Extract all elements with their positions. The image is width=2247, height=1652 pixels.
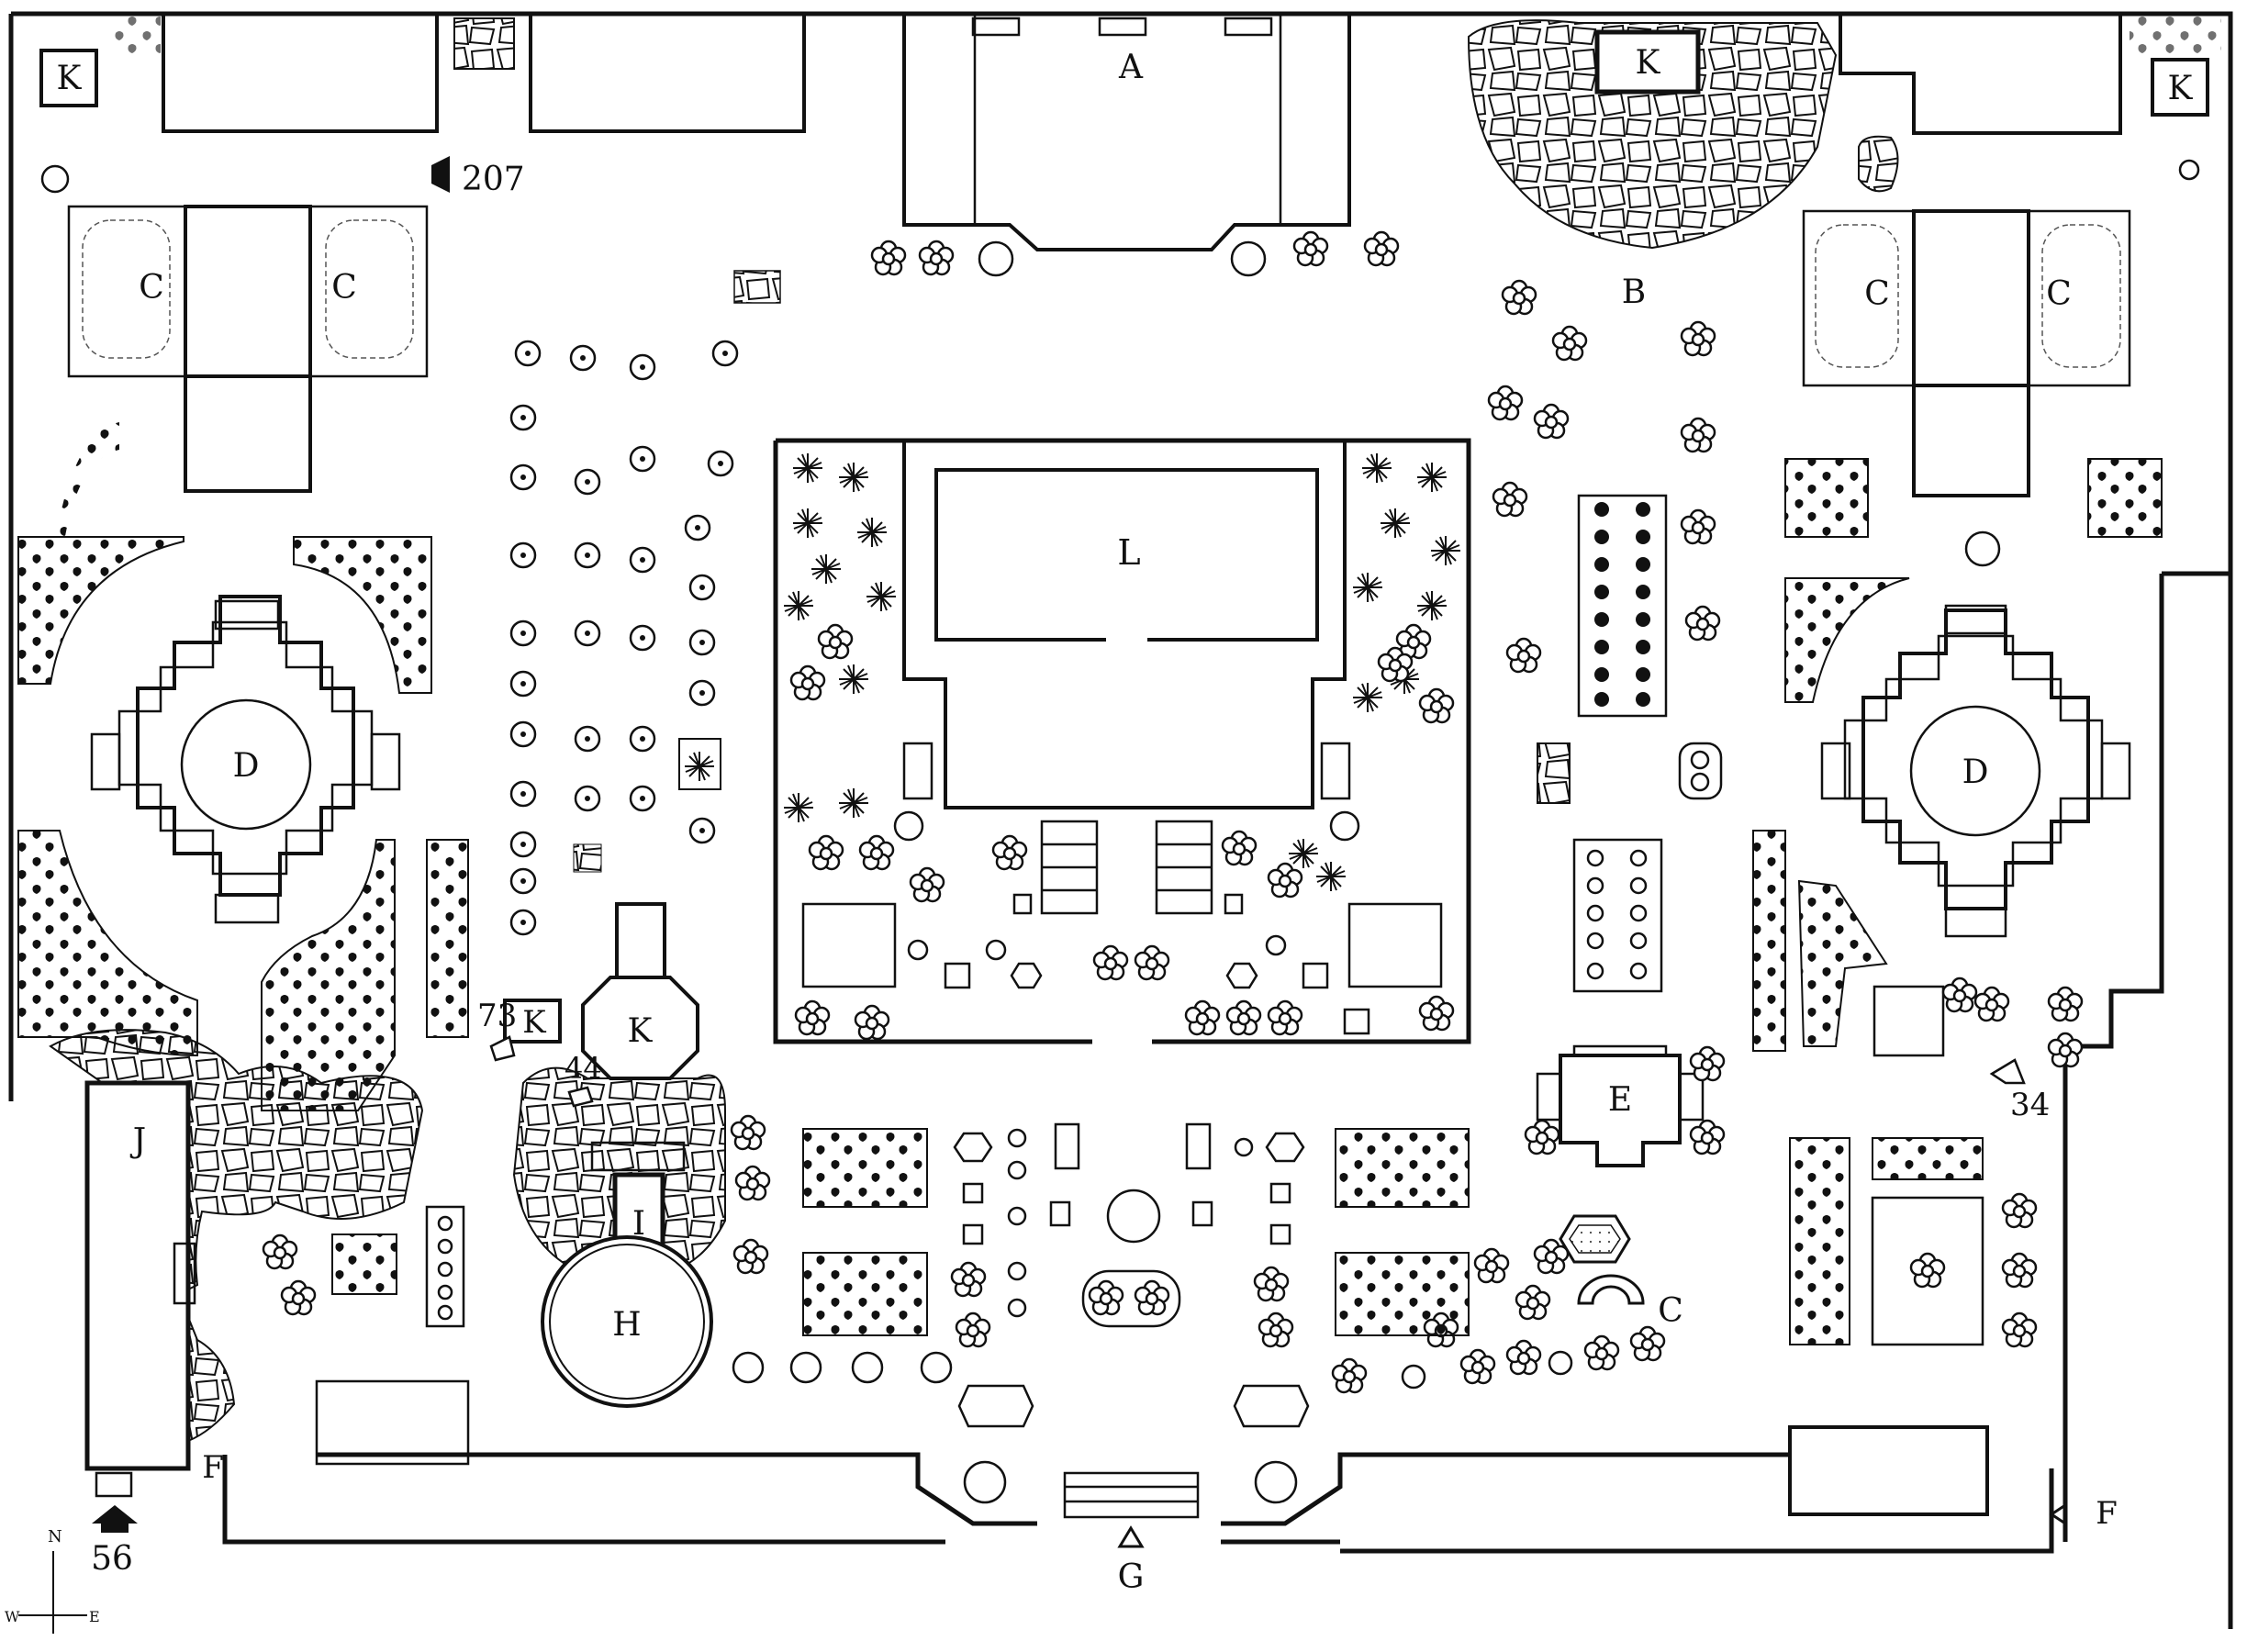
courtyard-c-right: C C [1802, 209, 2131, 497]
top-right-building: K [1839, 14, 2209, 135]
ornament-c-south: C [1331, 1214, 1683, 1394]
label-k-b: K [1636, 44, 1661, 82]
southeast-planting-beds [1789, 1137, 2038, 1348]
court-l-plantings [783, 452, 1461, 1041]
view-marker-56: 56 [91, 1505, 138, 1578]
grove-flowers [730, 1114, 771, 1275]
view-marker-44: 44 [565, 1051, 602, 1108]
label-c-left-2: C [331, 269, 357, 307]
pavilion-a: A [902, 14, 1351, 251]
label-d-left: D [233, 747, 260, 785]
east-planting-beds [1487, 279, 2163, 993]
marker-73-label: 73 [477, 998, 517, 1034]
southeast-building: F [1788, 1425, 2118, 1532]
label-a: A [1118, 49, 1144, 86]
label-c-right-1: C [1864, 275, 1890, 313]
label-k-octagon: K [628, 1012, 654, 1050]
label-c-right-2: C [2046, 275, 2072, 313]
marker-44-label: 44 [565, 1051, 602, 1086]
south-parterre [732, 1122, 1470, 1519]
compass: N W E [5, 1527, 100, 1634]
rockery-i: I [512, 1066, 726, 1278]
pond-h: H [541, 1235, 713, 1408]
label-i: I [632, 1205, 645, 1243]
pavilion-e: E [1524, 1044, 1726, 1167]
label-c-left-1: C [139, 269, 164, 307]
label-e: E [1608, 1081, 1632, 1119]
compass-north: N [48, 1527, 62, 1546]
rockery-b: K B [1467, 19, 1838, 311]
label-d-right: D [1962, 753, 1989, 791]
courtyard-c-left: C C [67, 205, 429, 493]
pavilion-d-right: D [1752, 577, 2131, 1068]
marker-56-label: 56 [91, 1540, 133, 1578]
label-g: G [1118, 1558, 1145, 1596]
entrance-g: G [1117, 1525, 1145, 1596]
marker-207-label: 207 [462, 161, 525, 198]
label-b: B [1622, 273, 1646, 311]
tree-grove [509, 340, 739, 936]
label-h: H [612, 1306, 641, 1344]
label-f-east: F [2096, 1495, 2118, 1532]
label-c-ornament: C [1658, 1292, 1683, 1330]
label-k-top-right: K [2168, 70, 2194, 107]
flowers-near-a [40, 135, 2200, 304]
label-k-top-left: K [57, 60, 83, 97]
building-j: J F [49, 1029, 424, 1498]
top-left-building: K [39, 12, 806, 133]
view-marker-34: 34 [1989, 1058, 2050, 1123]
label-k-73: K [522, 1004, 546, 1041]
compass-east: E [89, 1608, 100, 1625]
label-f-west: F [202, 1449, 224, 1486]
central-court-l: L [773, 438, 1471, 1044]
compass-west: W [5, 1608, 20, 1625]
label-j: J [129, 1122, 146, 1160]
marker-34-label: 34 [2010, 1087, 2050, 1123]
view-marker-207: 207 [431, 156, 525, 198]
planter-box [453, 17, 515, 70]
corner-shrubs [110, 17, 2221, 53]
pavilion-d-left: D [14, 422, 432, 924]
view-marker-73: K 73 [477, 998, 562, 1062]
label-l: L [1117, 532, 1140, 573]
west-shrub-beds [17, 830, 470, 1466]
